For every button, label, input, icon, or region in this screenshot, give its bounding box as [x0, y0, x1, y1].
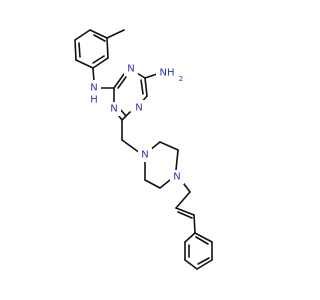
bond: [175, 191, 191, 209]
bond: [74, 29, 91, 41]
bond: [184, 232, 196, 243]
bond: [93, 34, 106, 42]
bond: [197, 257, 210, 265]
bond: [196, 259, 213, 270]
bond: [106, 37, 109, 59]
bond: [195, 236, 209, 245]
piperazine-n-right: N: [173, 172, 180, 183]
bond: [175, 149, 179, 171]
bonds: [74, 29, 213, 270]
nh-label: N: [90, 83, 97, 94]
bond: [92, 57, 109, 69]
bond: [113, 73, 125, 89]
amine-subscript: 2: [179, 75, 183, 83]
triazine-n-top: N: [127, 64, 134, 75]
amine-label: NH: [160, 68, 175, 79]
bond: [159, 141, 179, 151]
piperazine-n-left: N: [141, 150, 148, 161]
bond: [75, 59, 94, 69]
bond: [78, 42, 81, 58]
molecule-structure: N H N N N NH 2 N N: [74, 29, 213, 270]
bond: [140, 79, 144, 95]
bond: [175, 207, 195, 216]
bond: [117, 76, 127, 89]
bond: [144, 179, 161, 189]
bond: [89, 29, 108, 39]
bond: [159, 179, 171, 189]
bond: [194, 232, 213, 243]
bond: [92, 55, 105, 64]
bond: [144, 77, 148, 97]
nh-hydrogen-label: H: [90, 95, 98, 106]
bond: [177, 211, 193, 219]
bond: [121, 139, 141, 154]
bond: [74, 39, 77, 61]
triazine-n-right: N: [135, 103, 142, 114]
bond: [106, 29, 125, 39]
triazine-n-left: N: [110, 104, 117, 115]
bond: [184, 259, 198, 270]
bond: [92, 67, 95, 83]
atom-labels: N H N N N NH 2 N N: [86, 62, 184, 184]
bond: [144, 73, 158, 79]
bond: [193, 214, 196, 234]
